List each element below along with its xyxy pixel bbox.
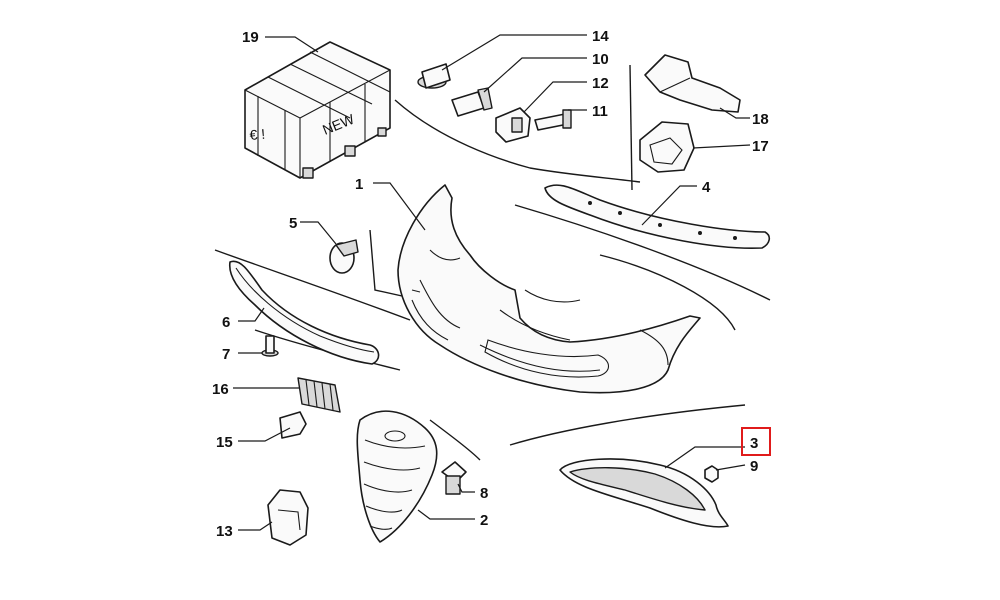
part-16-pad: [297, 377, 341, 413]
callout-12: 12: [592, 75, 609, 92]
part-1-bumper: [397, 184, 701, 394]
part-13-mount: [267, 489, 309, 546]
callout-4: 4: [702, 179, 711, 196]
part-17-housing: [639, 121, 695, 173]
callout-6: 6: [222, 314, 230, 331]
callout-3: 3: [750, 435, 758, 452]
callout-1: 1: [355, 176, 363, 193]
callout-10: 10: [592, 51, 609, 68]
callout-14: 14: [592, 28, 609, 45]
callout-15: 15: [216, 434, 233, 451]
part-7-screw: [261, 335, 279, 357]
part-2-grille: [356, 410, 438, 543]
callout-17: 17: [752, 138, 769, 155]
part-8-screw: [441, 461, 467, 495]
part-3-grille: [559, 458, 729, 528]
leader-lines: [233, 34, 751, 531]
callout-19: 19: [242, 29, 259, 46]
callout-8: 8: [480, 485, 488, 502]
part-19-box: € ! NEW: [244, 41, 391, 179]
callout-9: 9: [750, 458, 758, 475]
part-18-bracket: [644, 54, 741, 113]
part-15-clip: [279, 411, 307, 439]
box-symbol-text: € !: [249, 126, 266, 143]
callout-11: 11: [592, 103, 608, 120]
part-11-screw: [534, 109, 572, 131]
callout-5: 5: [289, 215, 297, 232]
part-10-clip: [451, 87, 493, 117]
callout-7: 7: [222, 346, 230, 363]
part-5-cap: [329, 239, 359, 274]
callout-2: 2: [480, 512, 488, 529]
callout-16: 16: [212, 381, 229, 398]
part-9-nut: [704, 465, 719, 483]
callout-18: 18: [752, 111, 769, 128]
part-12-bracket: [495, 107, 531, 143]
callout-13: 13: [216, 523, 233, 540]
callout-3-highlight-box: [741, 427, 771, 456]
callouts: 19 14 10 12 11 18 17 4 1 5 6 7 16 15 8 2…: [212, 28, 771, 540]
part-4-trim-strip: [544, 184, 771, 250]
part-6-strip: [229, 260, 380, 365]
